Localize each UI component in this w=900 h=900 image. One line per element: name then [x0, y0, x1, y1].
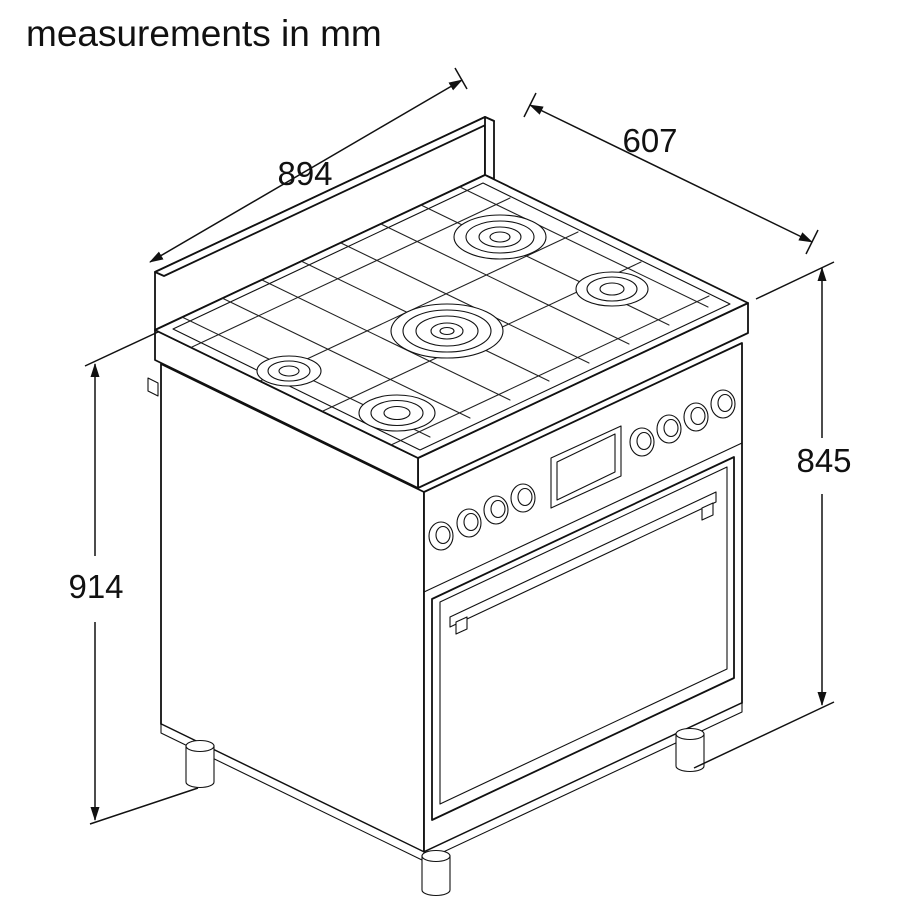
control-knob	[456, 508, 482, 538]
dimension-height-right-label: 845	[796, 442, 851, 479]
control-panel	[423, 389, 743, 593]
burner-left	[256, 355, 322, 387]
page-title: measurements in mm	[26, 13, 382, 54]
dimension-width-label: 894	[277, 155, 332, 192]
burner-front	[358, 394, 436, 432]
mounting-bracket	[147, 377, 159, 397]
control-knob	[656, 414, 682, 444]
dimension-height-left-label: 914	[68, 568, 123, 605]
dimension-depth-label: 607	[622, 122, 677, 159]
foot-front	[421, 849, 451, 897]
control-knob	[428, 521, 454, 551]
burner-back-center	[453, 214, 547, 260]
oven-door	[431, 456, 735, 821]
control-knob	[710, 389, 736, 419]
control-knob	[629, 427, 655, 457]
control-knob	[483, 495, 509, 525]
foot-right	[675, 727, 705, 773]
dimension-width: 894	[149, 67, 468, 263]
display-window	[550, 425, 622, 509]
control-knob	[683, 402, 709, 432]
control-knob	[510, 483, 536, 513]
dimension-depth: 607	[523, 92, 819, 255]
oven-door-handle	[449, 491, 717, 635]
dimension-height-right: 845	[693, 261, 852, 769]
dimension-height-left: 914	[68, 331, 199, 825]
foot-left	[185, 739, 215, 789]
range-cooker-drawing	[147, 116, 749, 897]
burner-right	[575, 271, 649, 307]
burner-center-wok	[390, 303, 504, 359]
